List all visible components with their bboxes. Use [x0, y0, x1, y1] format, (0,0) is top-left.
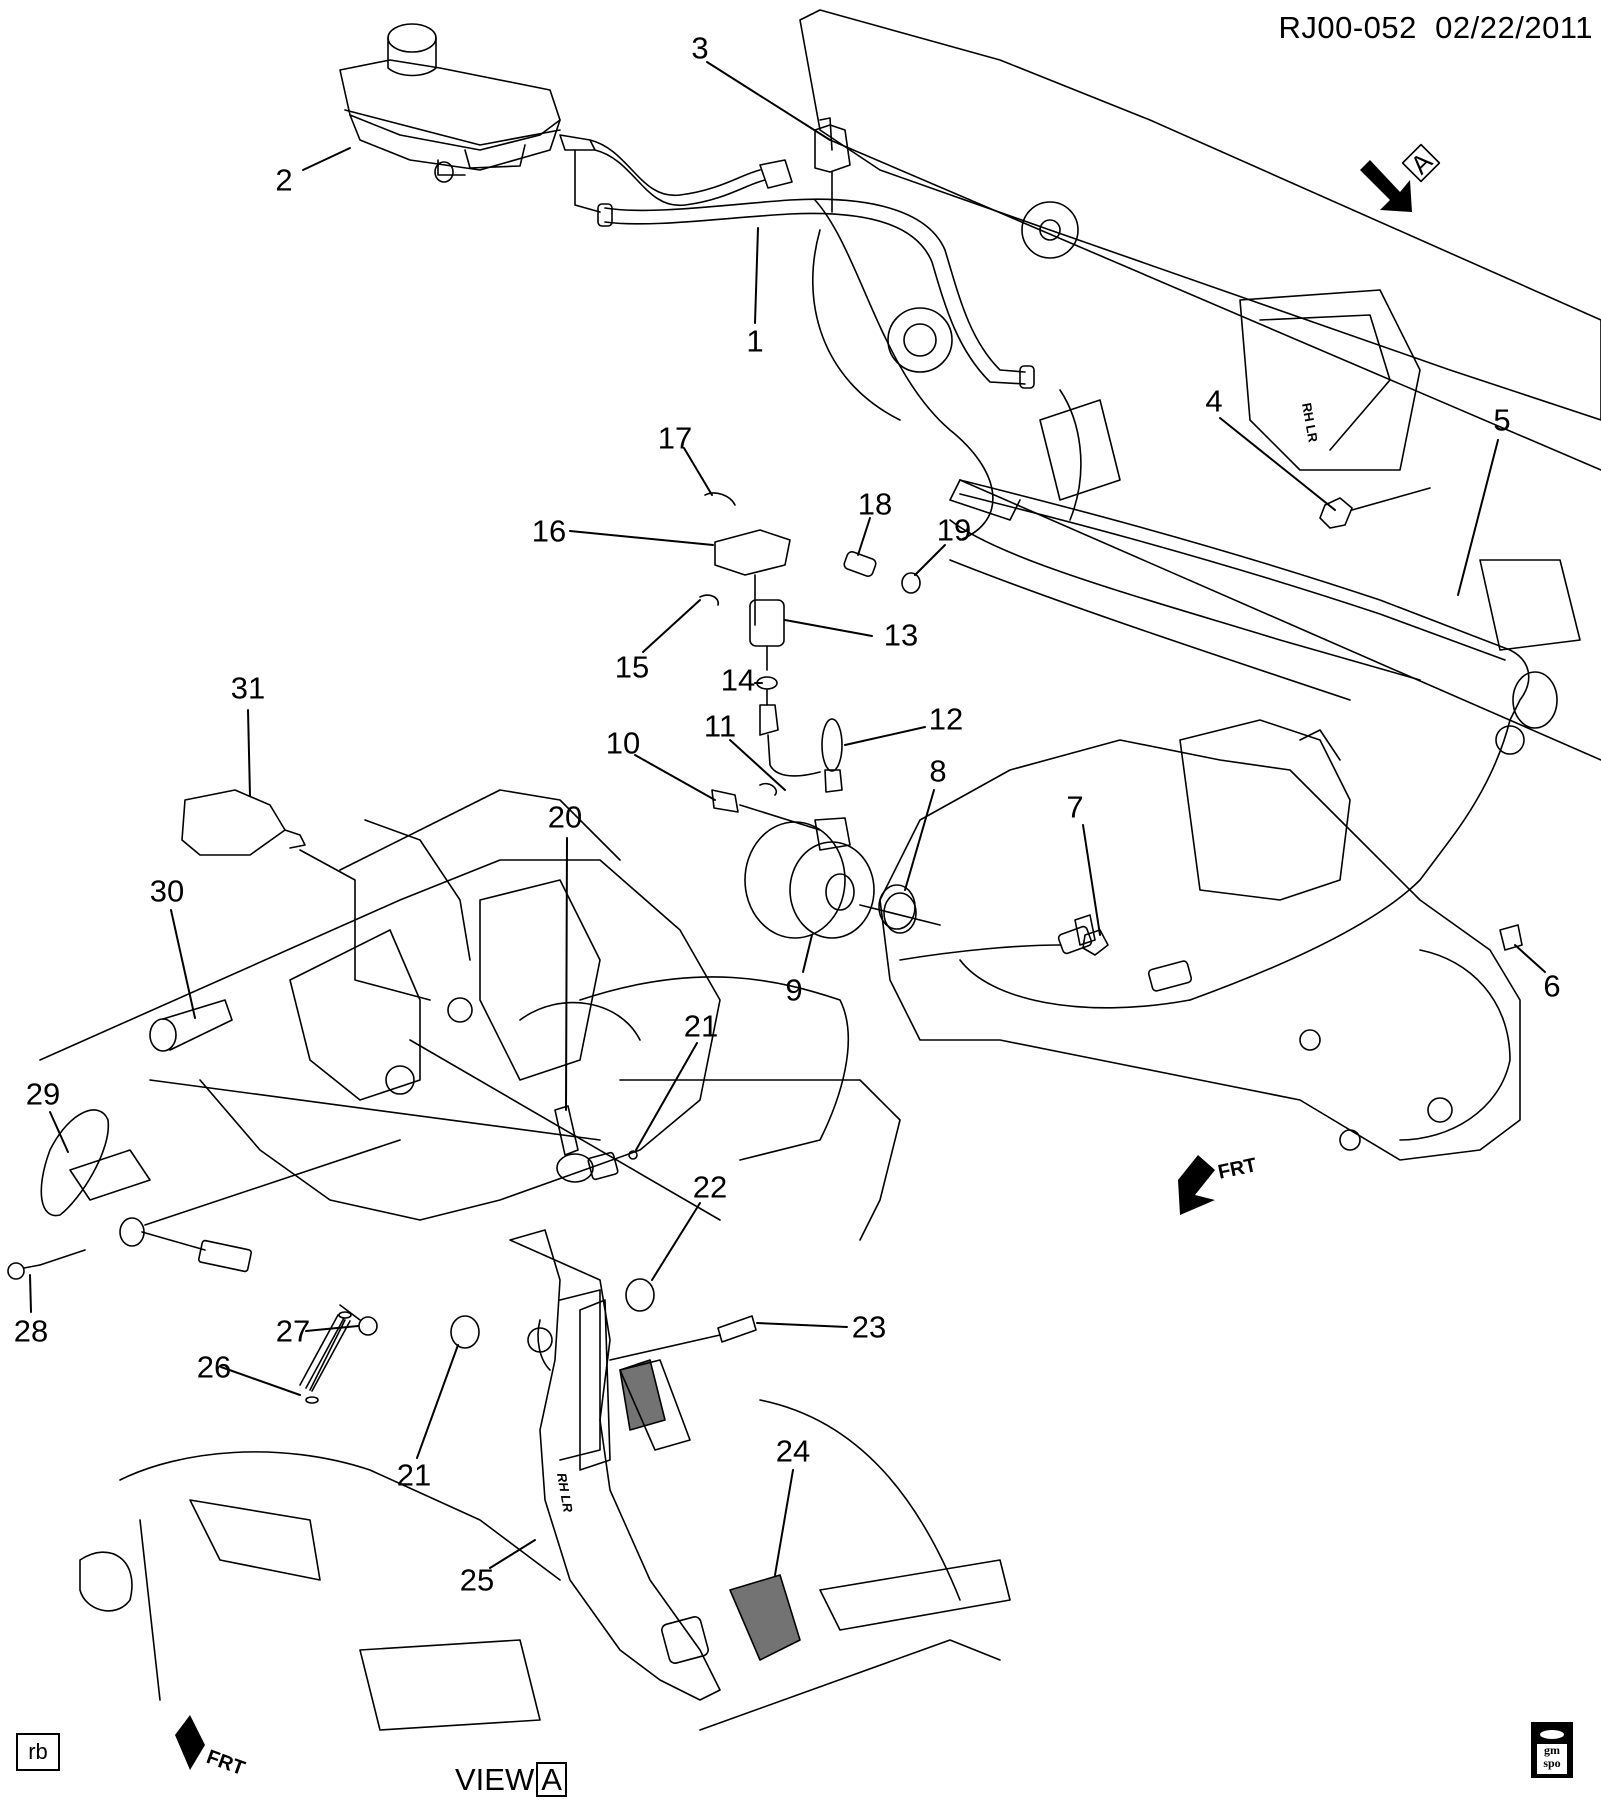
dash-panel: [799, 9, 1601, 761]
pipe-clip-7: [1082, 929, 1109, 956]
callout-13: 13: [883, 617, 919, 653]
view-label-letter: A: [536, 1762, 567, 1797]
callout-28: 28: [13, 1313, 49, 1349]
logo-oval: [1540, 1730, 1564, 1739]
callout-20: 20: [547, 799, 583, 835]
return-spring-26: [299, 1311, 352, 1404]
frt-arrow-bottom: [175, 1715, 205, 1770]
callout-1: 1: [746, 323, 764, 359]
clutch-pedal-pad-24: [619, 1359, 801, 1661]
illustrator-code-box: rb: [16, 1733, 60, 1771]
callout-10: 10: [605, 725, 641, 761]
callout-17: 17: [657, 420, 693, 456]
callout-27: 27: [275, 1313, 311, 1349]
clutch-pipe-5: [949, 479, 1558, 1001]
callout-21-lower: 21: [396, 1457, 432, 1493]
leader-lines: [29, 61, 1546, 1576]
view-label-text: VIEW: [455, 1762, 535, 1797]
callout-29: 29: [25, 1076, 61, 1112]
callout-18: 18: [857, 486, 893, 522]
callout-21-upper: 21: [683, 1008, 719, 1044]
frt-arrow-mid: [1178, 1155, 1215, 1215]
bumper-27-line: [339, 1304, 361, 1321]
view-a-arrow: [1360, 160, 1412, 212]
concentric-slave-cylinder: [711, 789, 941, 939]
callout-16: 16: [531, 513, 567, 549]
clutch-pedal-arm: [509, 1229, 721, 1701]
callout-7: 7: [1066, 789, 1084, 825]
pipe-clip-6: [1499, 924, 1523, 951]
o-ring-8: [878, 884, 916, 930]
clutch-pipe-1: [597, 198, 1035, 389]
pedal-bushing-21: [450, 1315, 480, 1349]
transmission-housing: [879, 719, 1521, 1161]
part-3-bracket: [814, 117, 851, 213]
callout-26: 26: [196, 1349, 232, 1385]
callout-19: 19: [936, 512, 972, 548]
callout-15: 15: [614, 649, 650, 685]
callout-12: 12: [928, 701, 964, 737]
callout-9: 9: [785, 972, 803, 1008]
callout-11: 11: [703, 708, 737, 744]
clutch-fluid-reservoir: [339, 23, 793, 213]
pedal-bushing-30: [149, 999, 233, 1052]
callout-3: 3: [691, 30, 709, 66]
pedal-bushing-22: [625, 1278, 655, 1312]
document-id-and-date: RJ00-052 02/22/2011: [1278, 10, 1593, 46]
callout-22: 22: [692, 1169, 728, 1205]
callout-6: 6: [1543, 968, 1561, 1004]
bumper-27: [358, 1316, 378, 1336]
view-a-marker-box: [1401, 143, 1441, 183]
callout-14: 14: [720, 662, 756, 698]
clutch-pedal-sensor: [554, 1105, 638, 1183]
clutch-pedal-position-switch: [181, 789, 431, 1001]
document-date: 02/22/2011: [1435, 10, 1593, 45]
logo-text: gm spo: [1537, 1744, 1567, 1774]
logo-text-line2: spo: [1543, 1756, 1561, 1770]
callout-2: 2: [275, 162, 293, 198]
callout-31: 31: [230, 670, 266, 706]
clutch-master-cylinder: [7, 1109, 401, 1280]
pedal-bracket: [39, 789, 901, 1241]
floor-pan: [79, 976, 1011, 1731]
callout-5: 5: [1493, 402, 1511, 438]
document-id: RJ00-052: [1278, 10, 1417, 45]
pipe-clip-4: [1319, 487, 1431, 529]
callout-30: 30: [149, 873, 185, 909]
gmspo-logo: gm spo: [1531, 1722, 1573, 1778]
pivot-line: [609, 1334, 721, 1361]
callout-25: 25: [459, 1562, 495, 1598]
callout-24: 24: [775, 1433, 811, 1469]
callout-23: 23: [851, 1309, 887, 1345]
pivot-bolt-23: [717, 1315, 757, 1343]
logo-text-line1: gm: [1544, 1743, 1560, 1757]
callout-4: 4: [1205, 383, 1223, 419]
fitting-assembly: [699, 492, 921, 796]
callout-8: 8: [929, 753, 947, 789]
